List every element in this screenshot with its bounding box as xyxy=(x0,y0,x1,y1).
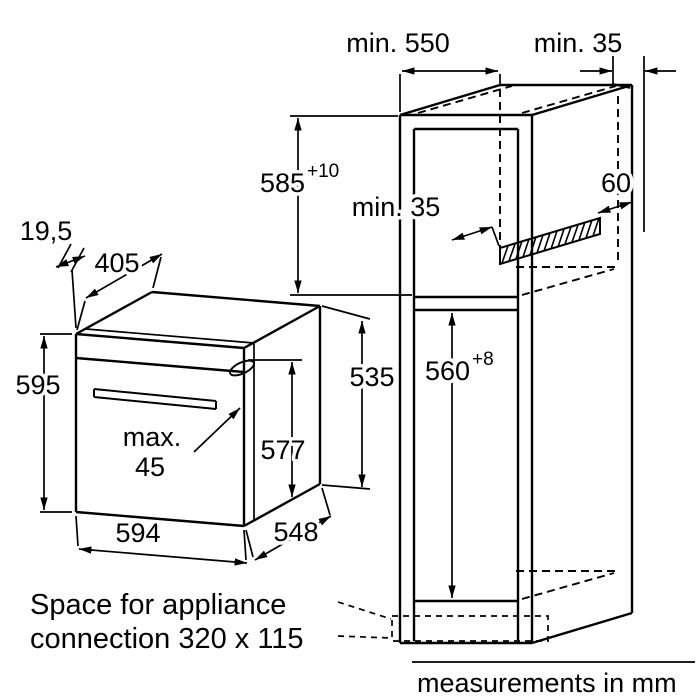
dim-585-label: 585 xyxy=(260,168,305,198)
dim-max-45-label-line2: 45 xyxy=(135,452,165,482)
dim-585-tolerance: +10 xyxy=(307,161,339,182)
connection-note-line2: connection 320 x 115 xyxy=(30,623,304,655)
dim-max-45-label-line1: max. xyxy=(123,422,182,452)
vent-cutout-hatch xyxy=(499,216,601,266)
dim-405-label: 405 xyxy=(94,248,139,278)
dim-577: 577 xyxy=(248,359,309,497)
dim-19-5-label: 19,5 xyxy=(20,216,73,246)
dim-560-tolerance: +8 xyxy=(472,349,494,370)
dim-535-label: 535 xyxy=(349,362,394,392)
dim-548-label: 548 xyxy=(273,517,318,547)
dim-595-label: 595 xyxy=(15,370,60,400)
dim-max-45: max. 45 xyxy=(119,407,241,486)
dim-min-550-label: min. 550 xyxy=(346,28,450,58)
connection-note-line1: Space for appliance xyxy=(30,589,286,621)
dim-585: 585 +10 xyxy=(256,115,412,296)
dim-min-550: min. 550 xyxy=(343,25,501,112)
units-note: measurements in mm xyxy=(417,668,677,698)
dim-548: 548 xyxy=(245,487,332,561)
notes: Space for appliance connection 320 x 115… xyxy=(30,589,695,698)
dim-min-35-mid: min. 35 xyxy=(348,189,500,247)
dim-60: 60 xyxy=(597,165,635,214)
dim-min-35-top: min. 35 xyxy=(530,25,676,232)
dim-19-5: 19,5 xyxy=(16,213,86,329)
connection-space-area xyxy=(391,615,549,642)
dim-594: 594 xyxy=(75,515,248,566)
dim-594-label: 594 xyxy=(115,518,160,548)
oven-grip-oval xyxy=(228,359,256,377)
dim-560: 560 +8 xyxy=(421,313,496,598)
cabinet-hidden-edges xyxy=(417,85,619,600)
dim-560-label: 560 xyxy=(425,356,470,386)
cabinet-outline xyxy=(398,83,634,645)
dim-577-label: 577 xyxy=(260,435,305,465)
dim-60-label: 60 xyxy=(601,168,631,198)
dim-535: 535 xyxy=(321,305,398,490)
oven-handle xyxy=(93,388,217,410)
dim-min-35-mid-label: min. 35 xyxy=(352,192,441,222)
oven-outline xyxy=(74,290,322,528)
oven-drawing xyxy=(74,290,322,528)
dim-405: 405 xyxy=(76,245,163,331)
dim-595: 595 xyxy=(12,333,72,513)
cabinet-drawing xyxy=(391,83,634,645)
dimensions: min. 550 min. 35 585 +10 min. 35 60 xyxy=(12,25,676,598)
dim-min-35-top-label: min. 35 xyxy=(534,28,623,58)
